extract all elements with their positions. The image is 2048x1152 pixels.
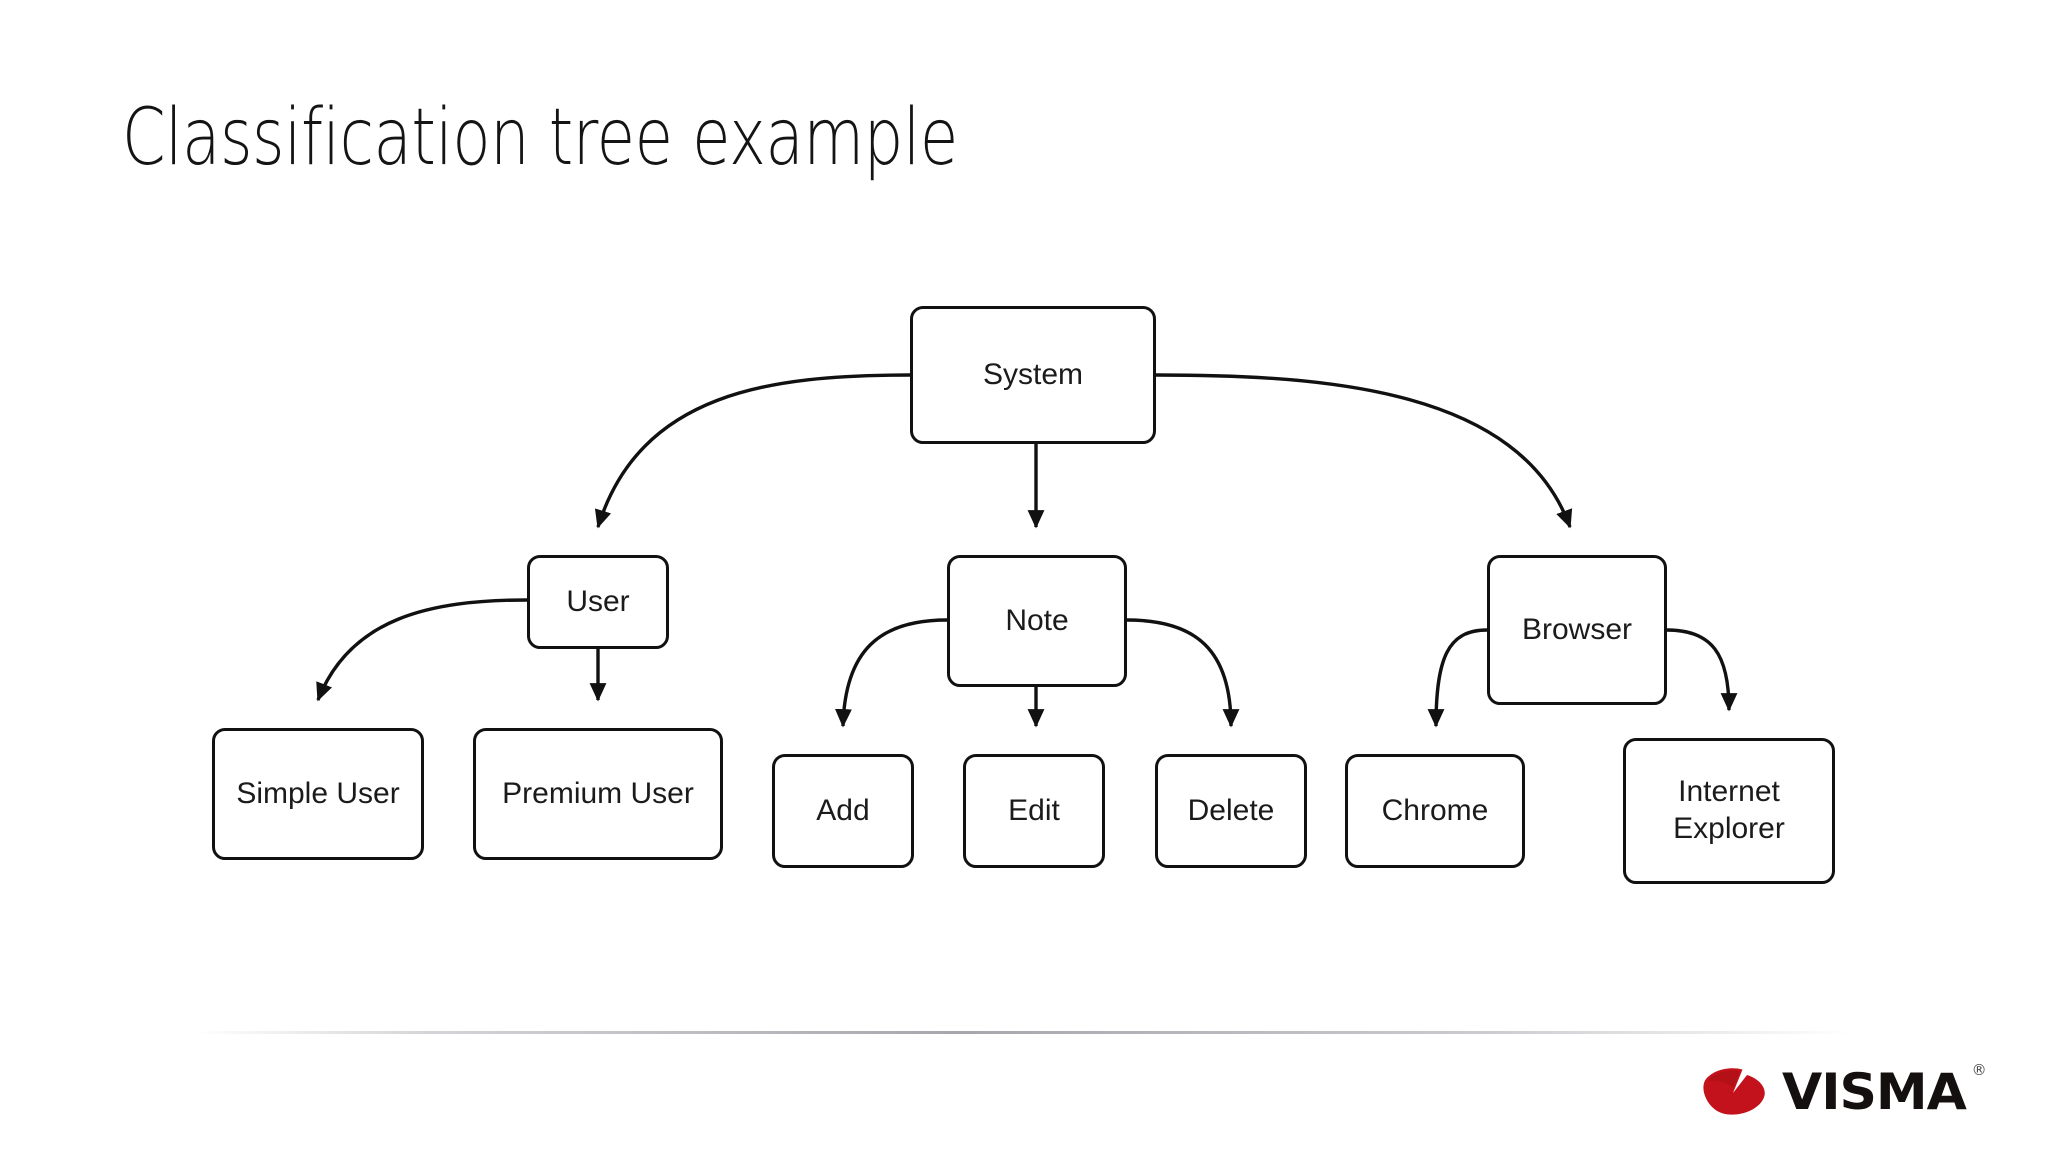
tree-node-label: Add [816, 793, 870, 827]
tree-node-label: Simple User [236, 776, 400, 810]
tree-node-system[interactable]: System [910, 306, 1156, 444]
edge-browser-internet-explorer [1666, 628, 1738, 712]
tree-node-edit[interactable]: Edit [963, 754, 1105, 868]
tree-node-add[interactable]: Add [772, 754, 914, 868]
tree-node-label: Premium User [502, 776, 694, 810]
tree-node-chrome[interactable]: Chrome [1345, 754, 1525, 868]
tree-node-browser[interactable]: Browser [1487, 555, 1667, 705]
footer-divider [196, 1031, 1852, 1034]
edge-system-user [594, 373, 911, 529]
edge-browser-chrome [1427, 628, 1488, 728]
tree-node-simple-user[interactable]: Simple User [212, 728, 424, 860]
tree-node-label: Edit [1008, 793, 1060, 827]
visma-wordmark-text: VISMA [1782, 1063, 1967, 1121]
edge-system-browser [1155, 373, 1573, 529]
edge-note-delete [1126, 618, 1240, 728]
visma-logo: VISMA ® [1702, 1060, 1986, 1124]
registered-trademark-icon: ® [1971, 1061, 1987, 1079]
tree-node-delete[interactable]: Delete [1155, 754, 1307, 868]
page-title: Classification tree example [122, 93, 958, 183]
tree-node-label: Delete [1187, 793, 1275, 827]
edge-note-add [835, 618, 948, 728]
tree-node-label: System [982, 357, 1084, 391]
tree-node-premium-user[interactable]: Premium User [473, 728, 723, 860]
tree-node-label: Browser [1521, 612, 1633, 646]
tree-node-label: Internet Explorer [1673, 775, 1785, 845]
tree-node-user[interactable]: User [527, 555, 669, 649]
tree-node-internet-explorer[interactable]: Internet Explorer [1623, 738, 1835, 884]
visma-swoosh-icon [1703, 1068, 1765, 1115]
tree-node-label: Chrome [1381, 793, 1489, 827]
edge-user-simple-user [316, 598, 528, 702]
tree-node-note[interactable]: Note [947, 555, 1127, 687]
visma-wordmark: VISMA ® [1782, 1063, 1986, 1118]
tree-node-label: User [566, 584, 630, 618]
tree-node-label: Note [1005, 603, 1069, 637]
